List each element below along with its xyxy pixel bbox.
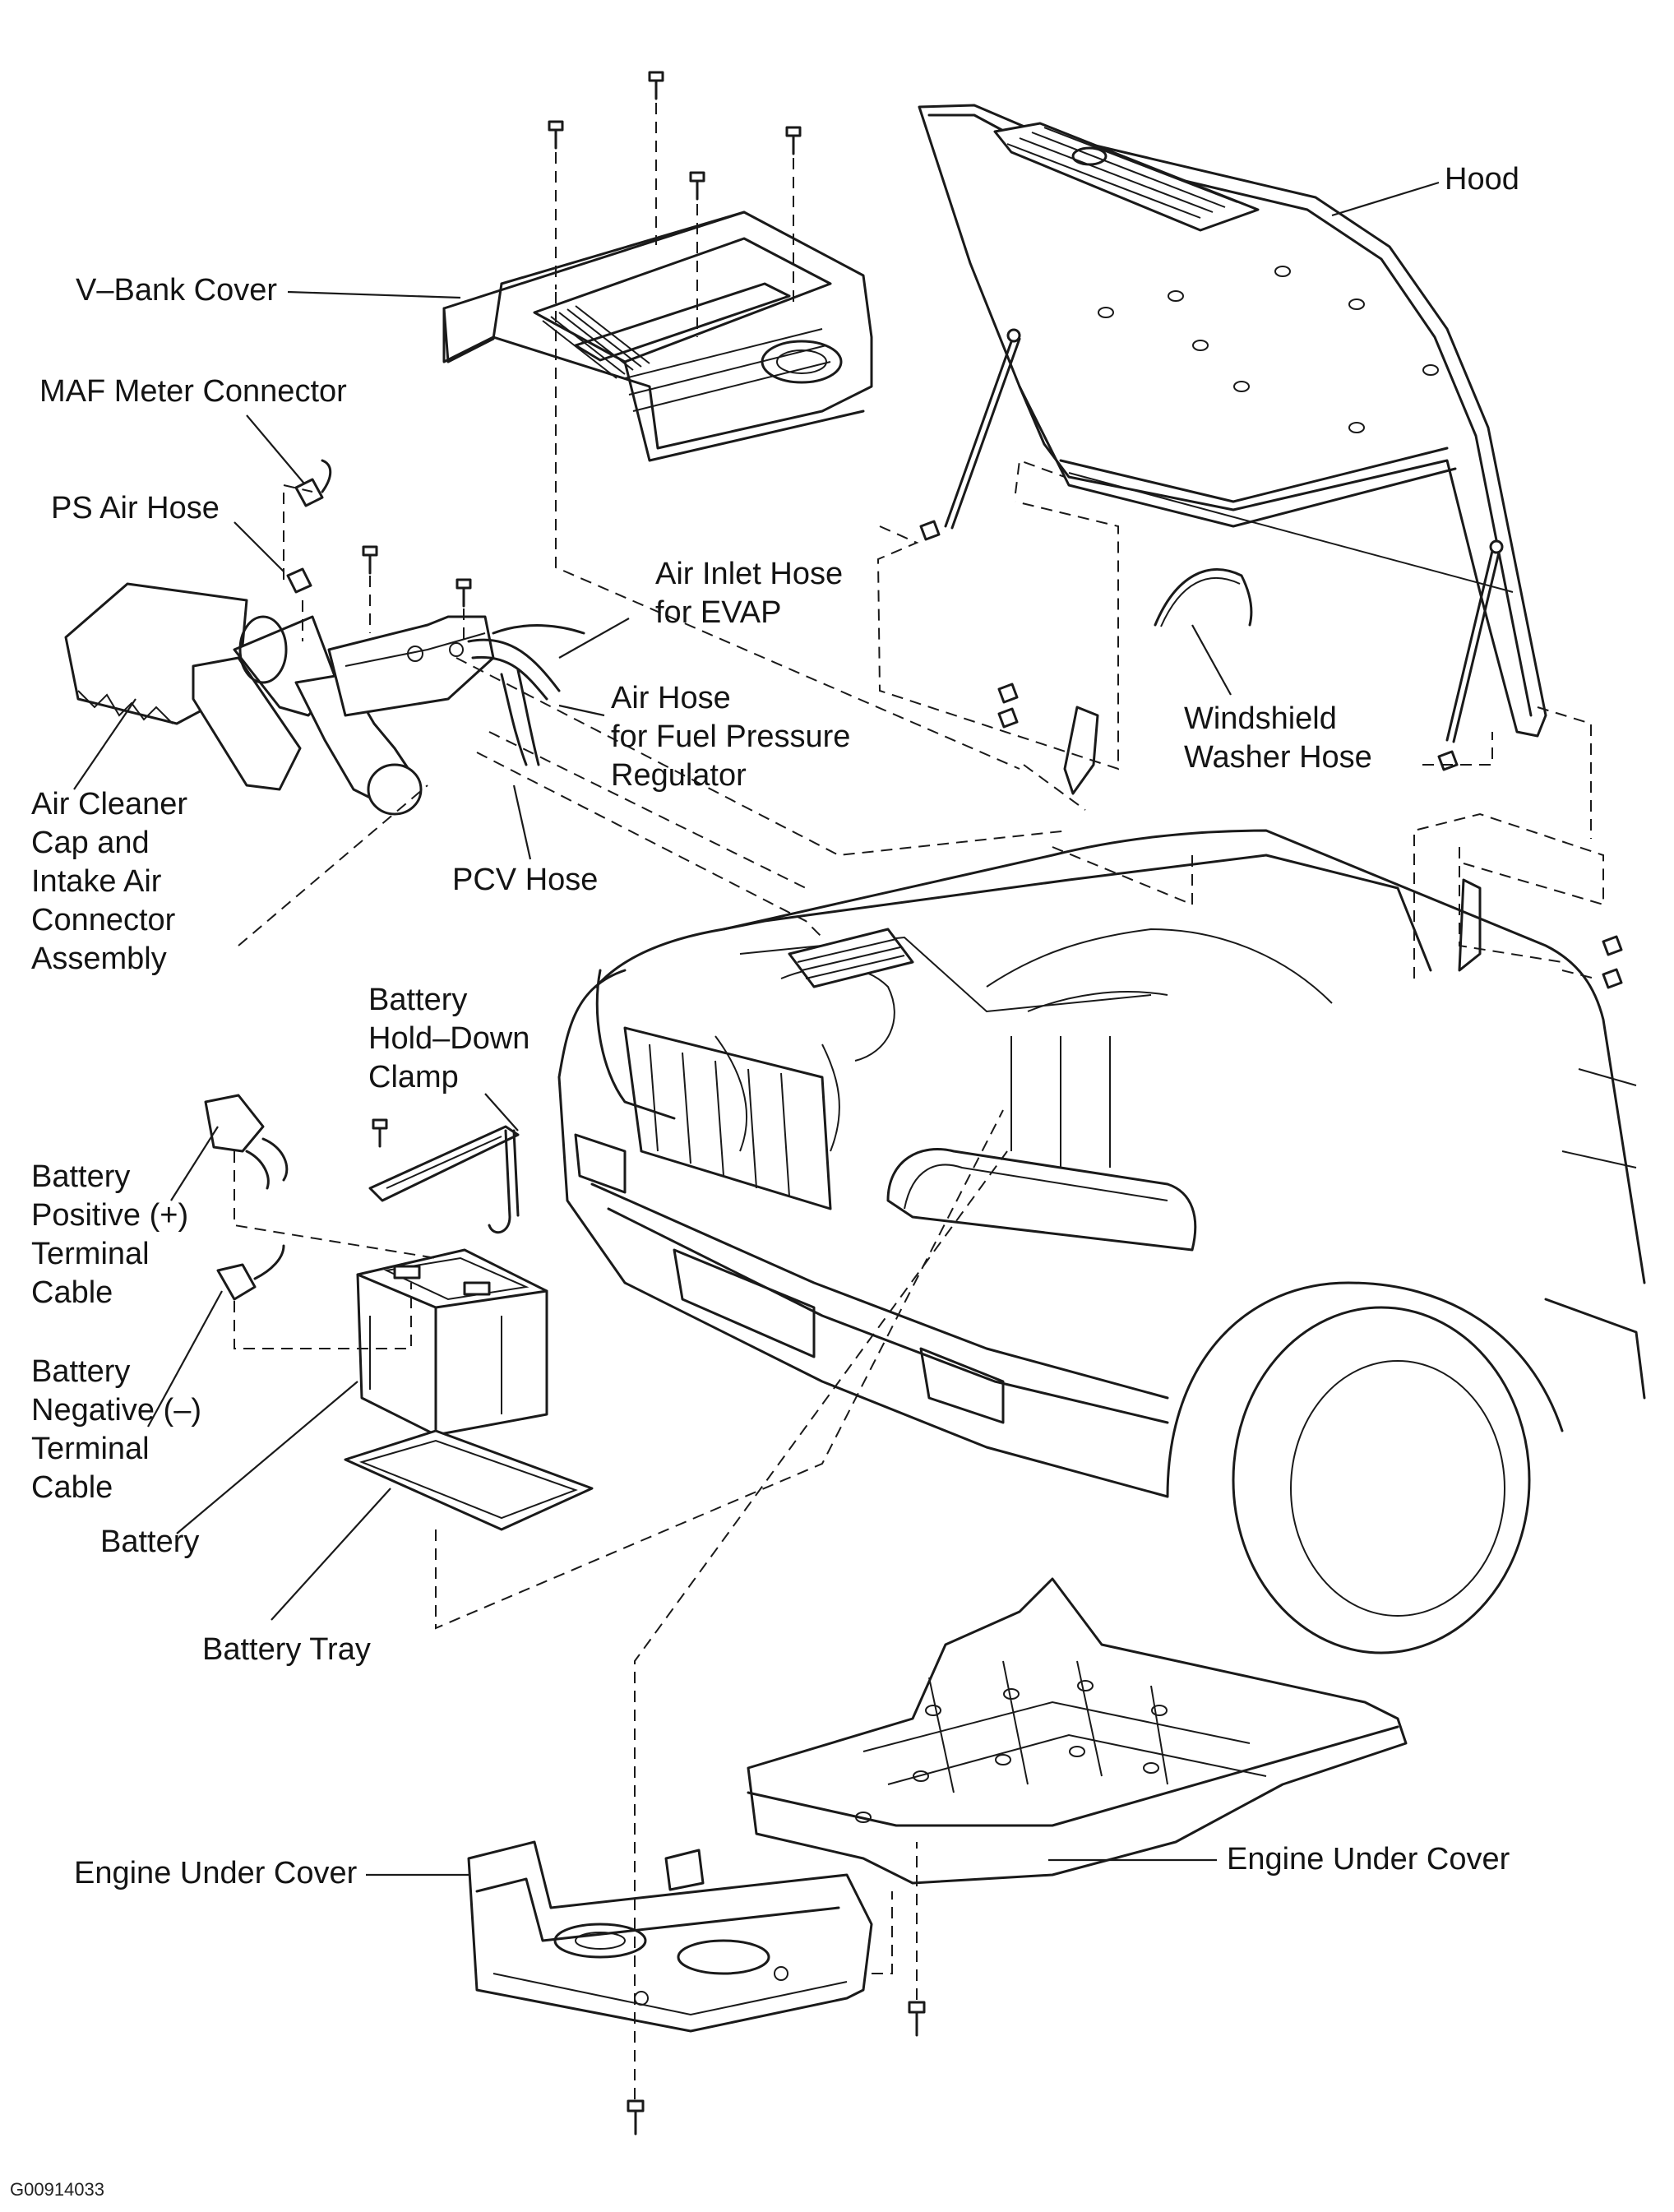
label-air-hose-fpr-line-2: for Fuel Pressure	[611, 720, 851, 754]
under-cover-bolts	[627, 2001, 926, 2136]
label-air-cleaner-line-2: Cap and	[31, 826, 150, 860]
v-bank-cover-part	[442, 211, 873, 462]
label-air-inlet-hose-line-2: for EVAP	[655, 595, 782, 630]
label-battery-negative-cable-line-1: Battery	[31, 1354, 131, 1389]
label-battery-positive-cable-line-3: Terminal	[31, 1237, 150, 1271]
label-battery-negative-cable-line-4: Cable	[31, 1470, 113, 1505]
air-cleaner-assembly	[64, 582, 495, 816]
label-windshield-washer-hose: Windshield Washer Hose	[1184, 700, 1372, 777]
label-air-cleaner-line-1: Air Cleaner	[31, 787, 188, 821]
label-pcv-hose: PCV Hose	[452, 863, 599, 897]
label-battery-positive-cable-line-2: Positive (+)	[31, 1198, 189, 1233]
label-engine-under-cover-right: Engine Under Cover	[1227, 1842, 1510, 1876]
vehicle-front	[557, 829, 1646, 1654]
label-engine-under-cover-left: Engine Under Cover	[74, 1856, 358, 1890]
label-air-hose-fpr-line-1: Air Hose	[611, 681, 731, 715]
label-battery-positive-cable: Battery Positive (+) Terminal Cable	[31, 1158, 188, 1312]
label-battery-hold-down-clamp: Battery Hold–Down Clamp	[368, 981, 529, 1097]
intake-hoses	[286, 459, 585, 766]
leader-lines	[73, 181, 1440, 1876]
label-air-cleaner-line-5: Assembly	[31, 942, 167, 976]
label-windshield-washer-hose-line-2: Washer Hose	[1184, 740, 1372, 775]
label-battery-negative-cable: Battery Negative (–) Terminal Cable	[31, 1353, 201, 1507]
label-battery-hold-down-clamp-line-3: Clamp	[368, 1060, 459, 1094]
label-battery-negative-cable-line-3: Terminal	[31, 1432, 150, 1466]
hood-part	[918, 104, 1547, 743]
label-v-bank-cover: V–Bank Cover	[76, 273, 278, 308]
label-battery: Battery	[100, 1525, 200, 1559]
label-air-hose-fpr-line-3: Regulator	[611, 758, 747, 793]
label-battery-positive-cable-line-4: Cable	[31, 1275, 113, 1310]
label-air-cleaner: Air Cleaner Cap and Intake Air Connector…	[31, 785, 187, 979]
label-battery-hold-down-clamp-line-2: Hold–Down	[368, 1021, 530, 1056]
label-air-inlet-hose: Air Inlet Hose for EVAP	[655, 555, 843, 632]
label-windshield-washer-hose-line-1: Windshield	[1184, 701, 1337, 736]
engine-under-cover-left-part	[467, 1840, 873, 2033]
label-battery-hold-down-clamp-line-1: Battery	[368, 983, 468, 1017]
hood-hinge-bolts	[919, 520, 1623, 989]
label-air-cleaner-line-3: Intake Air	[31, 864, 162, 899]
figure-id: G00914033	[10, 2179, 104, 2200]
label-air-hose-fpr: Air Hose for Fuel Pressure Regulator	[611, 679, 850, 795]
label-maf-meter-connector: MAF Meter Connector	[39, 374, 347, 409]
label-ps-air-hose: PS Air Hose	[51, 491, 220, 525]
label-hood: Hood	[1445, 162, 1519, 197]
label-battery-tray: Battery Tray	[202, 1632, 371, 1667]
assembly-dashed-lines	[234, 292, 1604, 2099]
v-bank-cover-bolts	[548, 71, 802, 337]
engine-under-cover-right-part	[747, 1577, 1408, 1885]
label-air-inlet-hose-line-1: Air Inlet Hose	[655, 557, 844, 591]
label-battery-positive-cable-line-1: Battery	[31, 1159, 131, 1194]
battery-assembly	[204, 1094, 594, 1531]
label-air-cleaner-line-4: Connector	[31, 903, 176, 937]
label-battery-negative-cable-line-2: Negative (–)	[31, 1393, 201, 1428]
